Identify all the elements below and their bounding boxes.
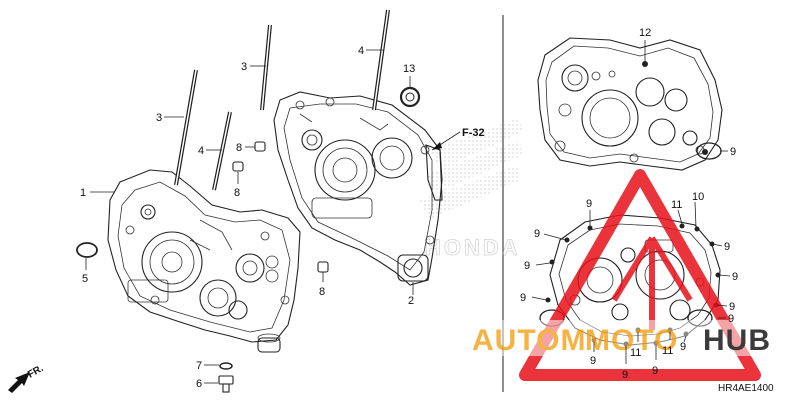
- callout-9k: 9: [652, 365, 658, 377]
- callout-13: 13: [403, 63, 415, 75]
- watermark-text-mid: MOTO: [585, 324, 678, 357]
- callout-12: 12: [639, 27, 651, 39]
- callout-4a: 4: [198, 145, 204, 157]
- callout-9b: 9: [586, 198, 592, 210]
- callout-9c: 9: [534, 228, 540, 240]
- callout-8b: 8: [234, 187, 240, 199]
- callout-4b: 4: [358, 45, 364, 57]
- right-callouts: 12 9 9 9 9 9 9 9 9 9 9 9 9 10 11 11 11: [520, 27, 738, 381]
- callout-5: 5: [82, 273, 88, 285]
- callout-9d: 9: [524, 260, 530, 272]
- callout-9l: 9: [680, 341, 686, 353]
- svg-text:HONDA: HONDA: [425, 235, 521, 260]
- callout-11b: 11: [630, 347, 641, 359]
- sealing-washer: [219, 362, 233, 370]
- callout-7: 7: [196, 360, 202, 372]
- callout-9g: 9: [732, 271, 738, 283]
- callout-9i: 9: [590, 355, 596, 367]
- callout-9a: 9: [730, 146, 736, 158]
- callout-9e: 9: [520, 292, 526, 304]
- stud-bolt-right-2: [372, 9, 390, 111]
- callout-2: 2: [408, 295, 414, 307]
- front-direction-arrow: FR.: [8, 363, 46, 393]
- stud-bolt-left: [174, 69, 198, 186]
- fr-label: FR.: [26, 363, 46, 381]
- watermark-logo: AUTOM MOTO HUB: [470, 169, 790, 381]
- callout-9f: 9: [724, 241, 730, 253]
- callout-10: 10: [692, 191, 704, 203]
- callout-11c: 11: [662, 345, 673, 357]
- reference-label: F-32: [462, 127, 485, 139]
- callout-9h: 9: [729, 301, 735, 313]
- watermark-text-left: AUTOM: [472, 324, 586, 357]
- callout-6: 6: [196, 378, 202, 390]
- oil-seal: [399, 86, 421, 108]
- diagram-code: HR4AE1400: [718, 383, 774, 394]
- reference-f32: F-32: [431, 127, 485, 151]
- honda-wing-watermark: HONDA: [420, 118, 522, 260]
- callout-3b: 3: [241, 61, 247, 73]
- callout-3a: 3: [156, 112, 162, 124]
- callout-8c: 8: [319, 286, 325, 298]
- callout-1: 1: [80, 187, 86, 199]
- left-crankcase: [107, 169, 301, 353]
- drain-bolt: [218, 375, 234, 393]
- o-ring: [76, 242, 98, 258]
- watermark-text-right: HUB: [703, 324, 771, 357]
- crankcase-face-upper: [537, 37, 723, 171]
- callout-9m: 9: [728, 313, 734, 325]
- stud-bolt-right: [260, 24, 272, 111]
- callout-9j: 9: [622, 369, 628, 381]
- stud-bolt-left-2: [212, 111, 232, 191]
- dowel-pins: [232, 141, 329, 273]
- left-callouts: 1 2 3 3 4 4 5 6 7 8 8 8 13: [80, 45, 415, 390]
- callout-11a: 11: [671, 199, 682, 211]
- callout-8a: 8: [236, 142, 242, 154]
